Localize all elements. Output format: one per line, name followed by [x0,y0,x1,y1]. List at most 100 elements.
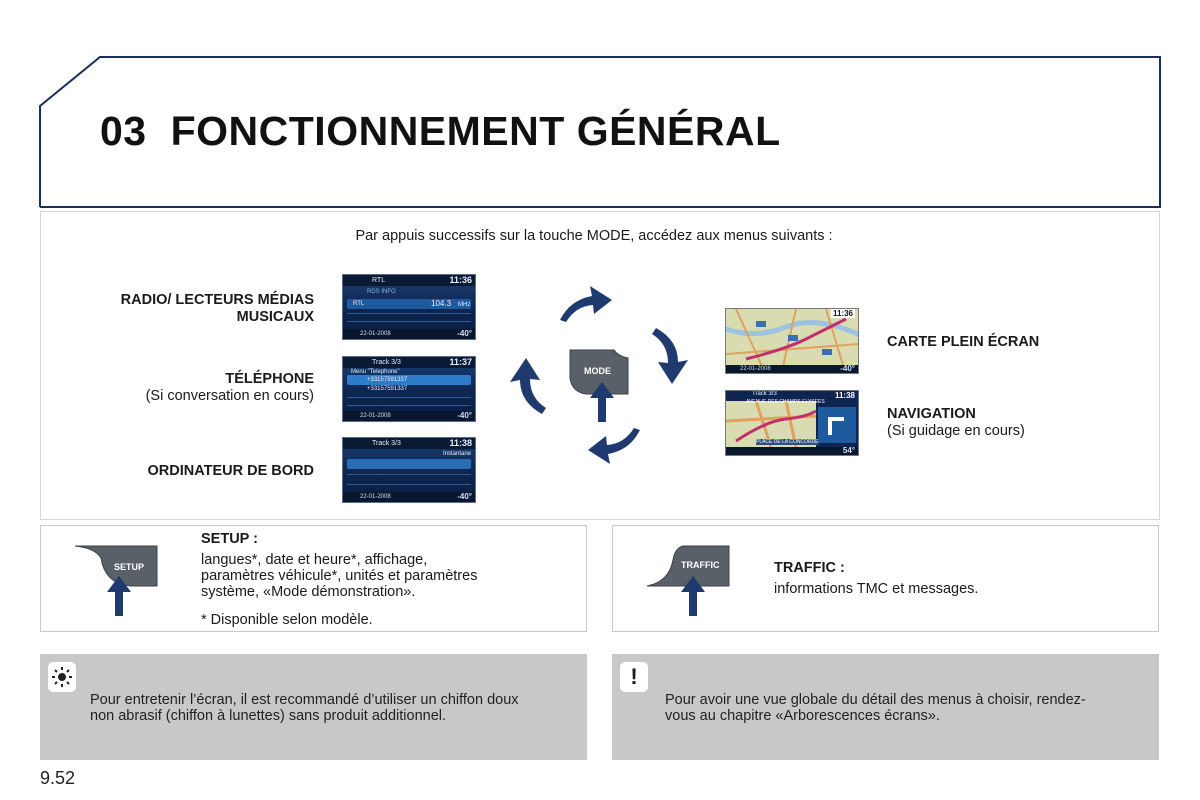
trip-screen-temp: -40° [457,492,472,501]
radio-title-line2: MUSICAUX [236,309,314,325]
traffic-box: TRAFFIC TRAFFIC : informations TMC et me… [612,525,1159,632]
chapter-number: 03 [100,108,147,154]
overview-note: ! Pour avoir une vue globale du détail d… [612,654,1159,760]
traffic-press-arrow-icon [681,576,705,616]
trip-screen-source: Track 3/3 [372,440,401,447]
trip-screen-bar: Track 3/3 11:38 [343,438,475,449]
trip-screen-mode: Instantane [443,451,472,457]
radio-screen-date: 22-01-2008 [360,331,391,337]
traffic-key-icon [646,545,730,587]
setup-line2: paramètres véhicule*, unités et paramètr… [201,568,478,584]
setup-box: SETUP SETUP : langues*, date et heure*, … [40,525,587,632]
radio-title-line1: RADIO/ LECTEURS MÉDIAS [120,292,314,308]
telephone-title: TÉLÉPHONE [225,371,314,387]
mode-menu-panel [40,211,1160,520]
setup-line1: langues*, date et heure*, affichage, [201,552,428,568]
maintenance-note-text: Pour entretenir l’écran, il est recomman… [90,692,519,724]
phone-screen-divider [347,405,471,406]
navigation-screen: Track 3/3 11:38 AVENUE DES CHAMPS-ELYSEE… [725,390,859,456]
radio-screen-source: RTL [372,277,386,284]
header-frame [39,56,1161,208]
intro-text: Par appuis successifs sur la touche MODE… [355,228,833,244]
map-screen-graphic [726,309,858,373]
setup-key-icon [74,545,158,587]
phone-screen: Track 3/3 11:37 Menu "Telephone" +3315759… [342,356,476,422]
maintenance-note-line1: Pour entretenir l’écran, il est recomman… [90,692,519,708]
overview-note-line1: Pour avoir une vue globale du détail des… [665,692,1086,708]
setup-press-arrow-icon [107,576,131,616]
map-title: CARTE PLEIN ÉCRAN [887,334,1040,350]
map-screen-date: 22-01-2008 [740,366,771,372]
sun-icon [48,662,76,692]
telephone-subtitle: (Si conversation en cours) [145,388,314,404]
radio-menu-label: RADIO/ LECTEURS MÉDIAS MUSICAUX [121,292,314,326]
phone-screen-temp: -40° [457,411,472,420]
radio-screen-divider [347,313,471,314]
radio-screen-footer: 22-01-2008 -40° [343,329,475,339]
traffic-title: TRAFFIC : [774,560,845,576]
computer-menu-label: ORDINATEUR DE BORD [148,463,314,480]
map-screen: 11:36 22-01-2008 -40° [725,308,859,374]
navigation-subtitle: (Si guidage en cours) [887,423,1025,439]
phone-screen-menu: Menu "Telephone" [351,369,400,375]
page-number: 9.52 [40,768,76,788]
radio-screen-highlight [347,299,471,309]
phone-screen-time: 11:37 [449,357,472,367]
radio-screen-unit: MHz [458,302,471,308]
mode-press-arrow-icon [590,382,614,422]
cycle-arrow-right-icon [652,328,688,384]
nav-screen-temp: 54° [842,446,855,455]
map-screen-temp: -40° [840,364,855,373]
maintenance-note: Pour entretenir l’écran, il est recomman… [40,654,587,760]
phone-screen-highlight [347,375,471,385]
setup-title: SETUP : [201,531,258,547]
navigation-menu-label: NAVIGATION (Si guidage en cours) [887,406,1025,440]
phone-screen-number2: +33157591337 [367,386,408,392]
mode-key-icon [569,349,629,395]
trip-computer-screen: Track 3/3 11:38 Instantane 22-01-2008 -40° [342,437,476,503]
setup-line3: système, «Mode démonstration». [201,584,416,600]
radio-screen-temp: -40° [457,329,472,338]
exclamation-icon: ! [620,662,648,692]
trip-screen-footer: 22-01-2008 -40° [343,492,475,502]
trip-screen-time: 11:38 [449,438,472,448]
cycle-arrow-top-icon [560,286,612,322]
nav-screen-source: Track 3/3 [752,391,777,397]
cycle-arrow-left-icon [510,358,546,414]
radio-screen-station: RTL [353,301,365,307]
setup-footnote: * Disponible selon modèle. [201,612,373,628]
overview-note-text: Pour avoir une vue globale du détail des… [665,692,1086,724]
nav-screen-street-top: AVENUE DES CHAMPS-ELYSEES [746,399,825,405]
phone-screen-divider [347,397,471,398]
map-menu-label: CARTE PLEIN ÉCRAN [887,334,1039,351]
radio-screen-time: 11:36 [449,275,472,285]
radio-screen-freq: 104.3 [431,299,452,308]
maintenance-note-line2: non abrasif (chiffon à lunettes) sans pr… [90,708,447,724]
chapter-title: FONCTIONNEMENT GÉNÉRAL [170,108,781,154]
map-screen-time: 11:36 [830,309,855,318]
radio-screen: RTL 11:36 RDS INFO RTL 104.3 MHz 22-01-20… [342,274,476,340]
phone-screen-source: Track 3/3 [372,359,401,366]
phone-screen-footer: 22-01-2008 -40° [343,411,475,421]
traffic-key-label: TRAFFIC [681,560,720,570]
overview-note-line2: vous au chapitre «Arborescences écrans». [665,708,940,724]
telephone-menu-label: TÉLÉPHONE (Si conversation en cours) [146,371,314,405]
trip-screen-date: 22-01-2008 [360,494,391,500]
nav-screen-time: 11:38 [834,391,855,400]
phone-screen-date: 22-01-2008 [360,413,391,419]
setup-key-label: SETUP [114,562,145,572]
trip-screen-divider [347,474,471,475]
cycle-arrow-bottom-icon [588,428,640,464]
radio-screen-bar: RTL 11:36 [343,275,475,286]
radio-screen-rds: RDS INFO [367,289,396,295]
trip-screen-divider [347,484,471,485]
traffic-text: informations TMC et messages. [774,581,979,597]
trip-screen-highlight [347,459,471,469]
navigation-title: NAVIGATION [887,406,976,422]
radio-screen-divider [347,321,471,322]
page-title: 03 FONCTIONNEMENT GÉNÉRAL [100,108,781,155]
mode-key-label: MODE [584,366,611,376]
phone-screen-number1: +33157591337 [367,377,408,383]
phone-screen-bar: Track 3/3 11:37 [343,357,475,368]
computer-title: ORDINATEUR DE BORD [147,463,314,479]
